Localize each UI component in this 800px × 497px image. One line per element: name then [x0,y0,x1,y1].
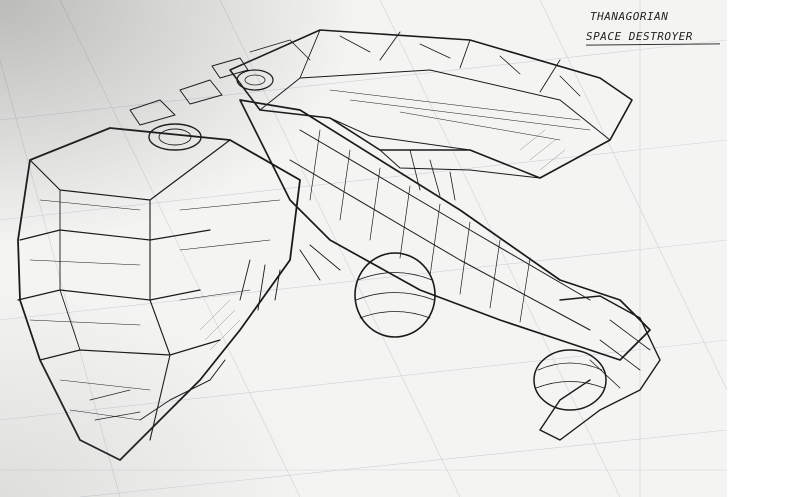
title-line-1: THANAGORIAN [590,10,669,23]
title-line-2: SPACE DESTROYER [586,30,693,43]
space-destroyer-sketch [0,0,727,497]
sketch-paper: THANAGORIAN SPACE DESTROYER [0,0,727,497]
blank-margin [727,0,800,497]
